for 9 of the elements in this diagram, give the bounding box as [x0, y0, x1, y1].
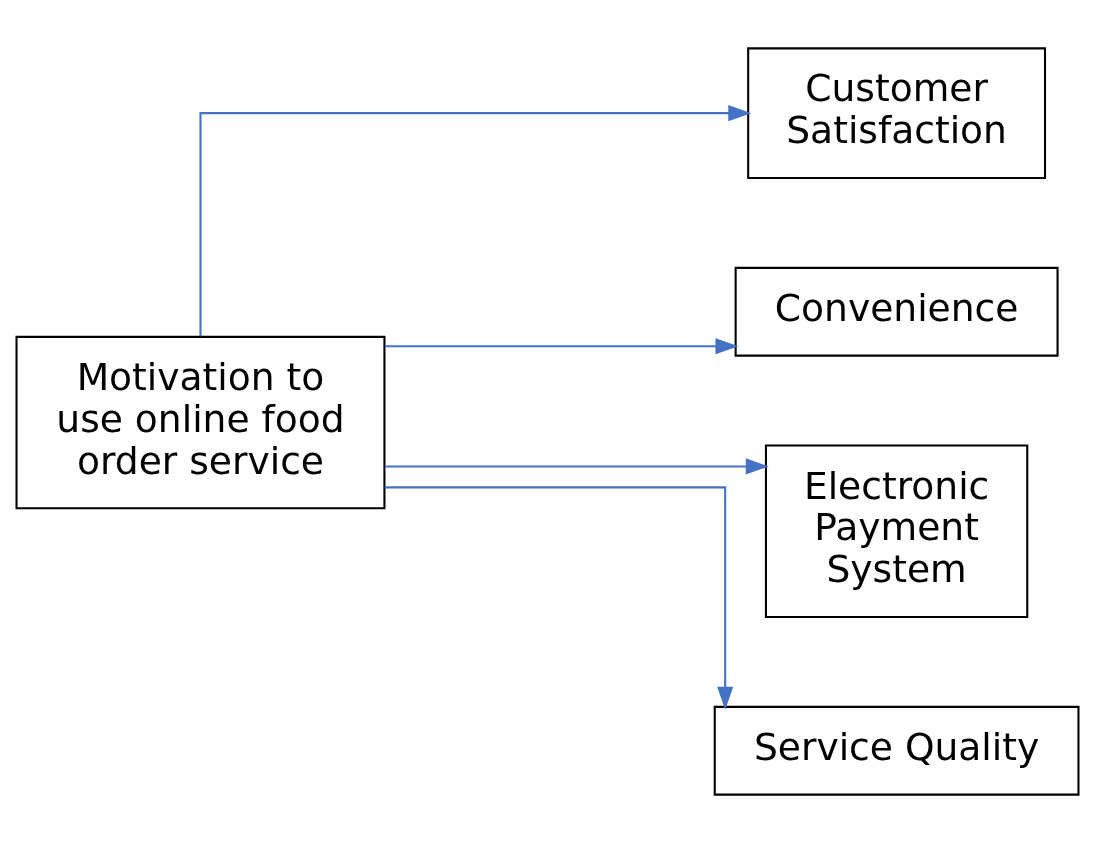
- arrow: [199, 104, 752, 336]
- node-box: Customer Satisfaction: [747, 46, 1047, 179]
- node-box: Convenience: [734, 266, 1059, 357]
- arrow: [385, 337, 739, 354]
- arrow: [385, 457, 769, 474]
- node-box: Service Quality: [713, 705, 1080, 796]
- node-box: Motivation to use online food order service: [15, 335, 386, 509]
- arrow: [384, 485, 734, 710]
- node-box: Electronic Payment System: [764, 444, 1029, 618]
